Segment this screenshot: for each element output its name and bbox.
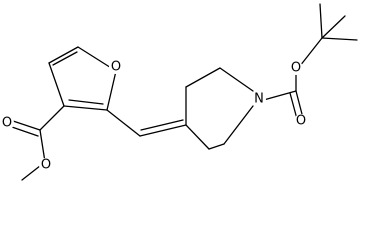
bond-furan-c3-c2 [63,105,108,111]
bond-pip-c2a-n [219,67,254,92]
bond-methine-piperidine-c4-double [140,119,184,131]
atom-o-ester-carbonyl: O [0,116,14,131]
atom-o-furan-label: O [111,60,121,75]
bond-tbu-methyl-1 [321,37,358,41]
atom-o-boc-ester-label: O [291,61,301,76]
bond-tbu-methyl-2 [319,3,323,39]
bond-ester-carbonyl-oxygen-double [8,125,39,137]
bond-pip-c3b-c4 [185,124,210,150]
bond-ester-c3-carbonyl [39,105,65,131]
atom-n-piperidine: N [252,92,266,107]
atom-o-furan: O [109,60,123,75]
bond-pip-c3a-c2a [185,67,221,88]
bond-boc-carbonyl-oxygen-double [289,92,298,120]
bond-tbu-methyl-3 [321,15,346,39]
atom-o-ester-methoxy-label: O [41,158,51,173]
bond-pip-n-c2b [223,105,254,145]
bond-pip-c2b-c3b [208,143,225,150]
bond-furan-c2-methine [106,109,141,137]
atom-o-boc-ester: O [289,61,303,76]
bond-furan-c5-c4-double [52,51,78,66]
bond-furan-c5-c4 [48,46,79,64]
atom-n-piperidine-label: N [254,92,264,107]
atom-o-boc-carbonyl: O [294,114,308,129]
bond-ester-carbonyl-oxygen [9,119,41,131]
bond-furan-c4-c3 [48,62,65,107]
atom-o-ester-methoxy: O [39,158,53,173]
bond-furan-c2-o1 [106,70,117,111]
bond-boc-carbonyl-oxygen [295,90,304,119]
atom-o-ester-carbonyl-label: O [2,116,12,131]
atom-o-boc-carbonyl-label: O [296,114,306,129]
bond-ester-carbonyl-methoxy-o [39,129,46,163]
bond-methine-piperidine-c4 [139,124,187,137]
structure-diagram: O N O O O O [0,3,358,181]
bond-furan-c3-c2-double [68,99,104,105]
